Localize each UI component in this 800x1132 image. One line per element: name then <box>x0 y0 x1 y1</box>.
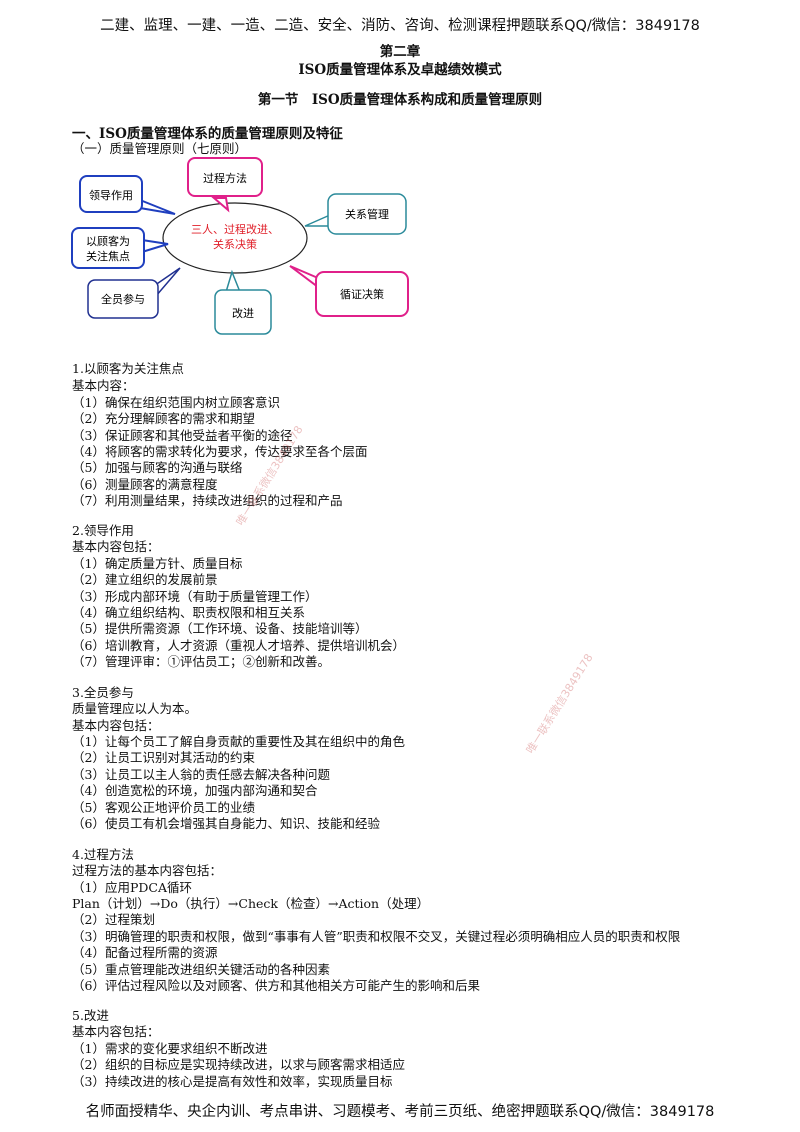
text-line: 1.以顾客为关注焦点 <box>72 361 184 376</box>
text-line: （6）使员工有机会增强其自身能力、知识、技能和经验 <box>72 816 380 831</box>
text-line: （2）让员工识别对其活动的约束 <box>72 750 255 765</box>
text-line: （4）确立组织结构、职责权限和相互关系 <box>72 605 305 620</box>
principles-diagram: 三人、过程改进、 关系决策 领导作用 过程方法 关系管理 以顾客为 关注焦点 全… <box>71 157 409 335</box>
text-line: （3）让员工以主人翁的责任感去解决各种问题 <box>72 767 330 782</box>
text-line: Plan（计划）→Do（执行）→Check（检查）→Action（处理） <box>72 896 430 911</box>
bubble-process-text: 过程方法 <box>203 171 247 185</box>
text-line: 3.全员参与 <box>72 685 134 700</box>
bubble-staff-text: 全员参与 <box>101 292 145 306</box>
bubble-relation-tail <box>304 213 331 227</box>
text-line: （4）配备过程所需的资源 <box>72 945 218 960</box>
text-line: （1）确保在组织范围内树立顾客意识 <box>72 395 280 410</box>
bubble-leadership-tail <box>139 198 176 215</box>
text-line: （6）测量顾客的满意程度 <box>72 477 218 492</box>
text-line: 质量管理应以人为本。 <box>72 701 198 716</box>
chapter-title: ISO质量管理体系及卓越绩效模式 <box>298 62 502 78</box>
text-line: （6）培训教育，人才资源（重视人才培养、提供培训机会） <box>72 638 405 653</box>
bubble-relation <box>327 193 407 235</box>
text-line: （3）形成内部环境（有助于质量管理工作） <box>72 589 318 604</box>
text-line: 基本内容包括： <box>72 1024 160 1039</box>
text-line: 基本内容包括： <box>72 539 160 554</box>
text-line: 2.领导作用 <box>72 523 134 538</box>
text-line: （3）明确管理的职责和权限，做到“事事有人管”职责和权限不交叉，关键过程必须明确… <box>72 929 681 944</box>
subheading-seven-principles: （一）质量管理原则（七原则） <box>72 141 248 156</box>
watermark-2: 唯一联系微信3849178 <box>523 651 596 756</box>
text-line: （7）利用测量结果，持续改进组织的过程和产品 <box>72 493 343 508</box>
text-line: （5）加强与顾客的沟通与联络 <box>72 460 243 475</box>
text-line: （2）建立组织的发展前景 <box>72 572 218 587</box>
bubble-improve-text: 改进 <box>232 306 254 320</box>
bubble-improve <box>214 289 272 335</box>
bubble-leadership <box>79 175 143 213</box>
bubble-evidence <box>315 271 409 317</box>
heading-principles: 一、ISO质量管理体系的质量管理原则及特征 <box>72 126 343 142</box>
bubble-evidence-text: 循证决策 <box>340 287 384 301</box>
text-line: 基本内容包括： <box>72 718 160 733</box>
bubble-leadership-text: 领导作用 <box>89 189 133 202</box>
bubble-customer-text-1: 以顾客为 <box>86 234 130 248</box>
bubble-process <box>187 157 263 197</box>
bubble-improve-tail <box>224 269 242 293</box>
center-ellipse <box>162 202 308 274</box>
text-line: （3）保证顾客和其他受益者平衡的途径 <box>72 428 293 443</box>
text-line: （5）客观公正地评价员工的业绩 <box>72 800 255 815</box>
text-line: （7）管理评审：①评估员工；②创新和改善。 <box>72 654 330 669</box>
text-line: （5）提供所需资源（工作环境、设备、技能培训等） <box>72 621 368 636</box>
text-line: 4.过程方法 <box>72 847 134 862</box>
bubble-relation-text: 关系管理 <box>345 207 389 221</box>
text-line: 过程方法的基本内容包括： <box>72 863 223 878</box>
bubble-process-tail <box>211 197 230 213</box>
text-line: 基本内容： <box>72 378 135 393</box>
bubble-customer <box>71 227 145 269</box>
text-line: （1）需求的变化要求组织不断改进 <box>72 1041 268 1056</box>
text-line: （5）重点管理能改进组织关键活动的各种因素 <box>72 962 330 977</box>
text-line: （2）组织的目标应是实现持续改进，以求与顾客需求相适应 <box>72 1057 405 1072</box>
section-title: 第一节 ISO质量管理体系构成和质量管理原则 <box>257 92 543 108</box>
text-line: （1）应用PDCA循环 <box>72 880 192 895</box>
chapter-number: 第二章 <box>379 44 421 60</box>
center-text-2: 关系决策 <box>213 237 257 251</box>
page-header: 二建、监理、一建、一造、二造、安全、消防、咨询、检测课程押题联系QQ/微信：38… <box>100 18 700 34</box>
text-line: （3）持续改进的核心是提高有效性和效率，实现质量目标 <box>72 1074 393 1089</box>
center-text-1: 三人、过程改进、 <box>191 222 279 236</box>
text-line: （2）过程策划 <box>72 912 155 927</box>
bubble-staff <box>87 279 159 319</box>
bubble-customer-text-2: 关注焦点 <box>86 249 130 263</box>
text-line: （1）让每个员工了解自身贡献的重要性及其在组织中的角色 <box>72 734 405 749</box>
text-line: 5.改进 <box>72 1008 109 1023</box>
text-line: （4）将顾客的需求转化为要求，传达要求至各个层面 <box>72 444 368 459</box>
text-line: （2）充分理解顾客的需求和期望 <box>72 411 255 426</box>
page-footer: 名师面授精华、央企内训、考点串讲、习题模考、考前三页纸、绝密押题联系QQ/微信：… <box>85 1104 715 1120</box>
text-line: （6）评估过程风险以及对顾客、供方和其他相关方可能产生的影响和后果 <box>72 978 480 993</box>
text-line: （4）创造宽松的环境，加强内部沟通和契合 <box>72 783 318 798</box>
text-line: （1）确定质量方针、质量目标 <box>72 556 243 571</box>
